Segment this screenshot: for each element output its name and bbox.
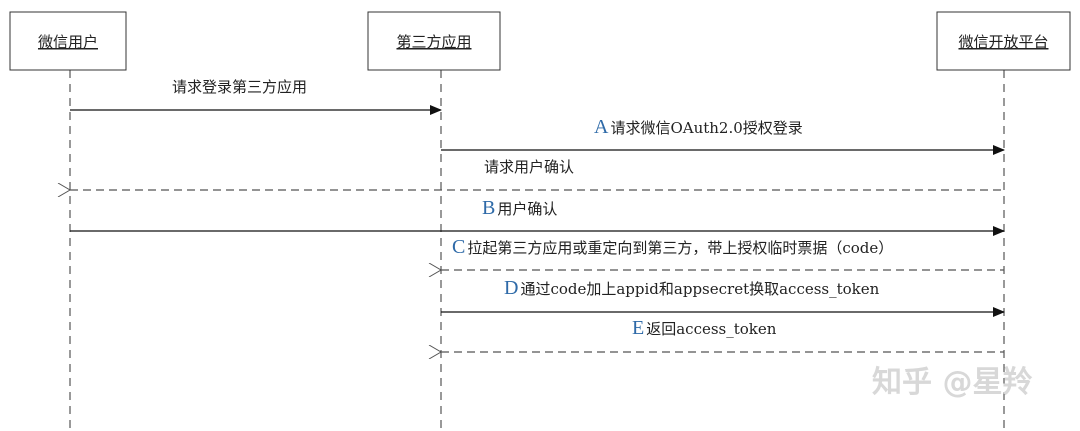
message-0: 请求登录第三方应用 bbox=[70, 78, 442, 115]
message-text: 返回access_token bbox=[646, 320, 777, 338]
message-text: 通过code加上appid和appsecret换取access_token bbox=[520, 280, 879, 298]
step-letter: A bbox=[594, 116, 609, 138]
message-text: 请求登录第三方应用 bbox=[172, 78, 307, 96]
message-text: 用户确认 bbox=[497, 200, 557, 218]
message-2: 请求用户确认 bbox=[70, 158, 1004, 190]
actor-0: 微信用户 bbox=[9, 11, 127, 431]
watermark: 知乎 @星羚 bbox=[872, 365, 1032, 400]
message-text: 请求用户确认 bbox=[484, 158, 574, 176]
message-label: 请求登录第三方应用 bbox=[172, 78, 307, 96]
actor-label: 第三方应用 bbox=[396, 33, 471, 51]
actor-label: 微信开放平台 bbox=[958, 33, 1048, 51]
actor-box bbox=[367, 11, 501, 71]
actor-box bbox=[9, 11, 127, 71]
message-text: 请求微信OAuth2.0授权登录 bbox=[610, 119, 802, 137]
actor-2: 微信开放平台 bbox=[936, 11, 1071, 431]
actor-1: 第三方应用 bbox=[367, 11, 501, 431]
step-letter: C bbox=[452, 236, 465, 258]
step-letter: B bbox=[482, 197, 495, 219]
actor-box bbox=[936, 11, 1071, 71]
step-letter: E bbox=[632, 317, 644, 339]
message-text: 拉起第三方应用或重定向到第三方，带上授权临时票据（code） bbox=[467, 239, 893, 257]
actor-label: 微信用户 bbox=[38, 33, 98, 51]
step-letter: D bbox=[504, 277, 518, 299]
message-label: 请求用户确认 bbox=[484, 158, 574, 176]
